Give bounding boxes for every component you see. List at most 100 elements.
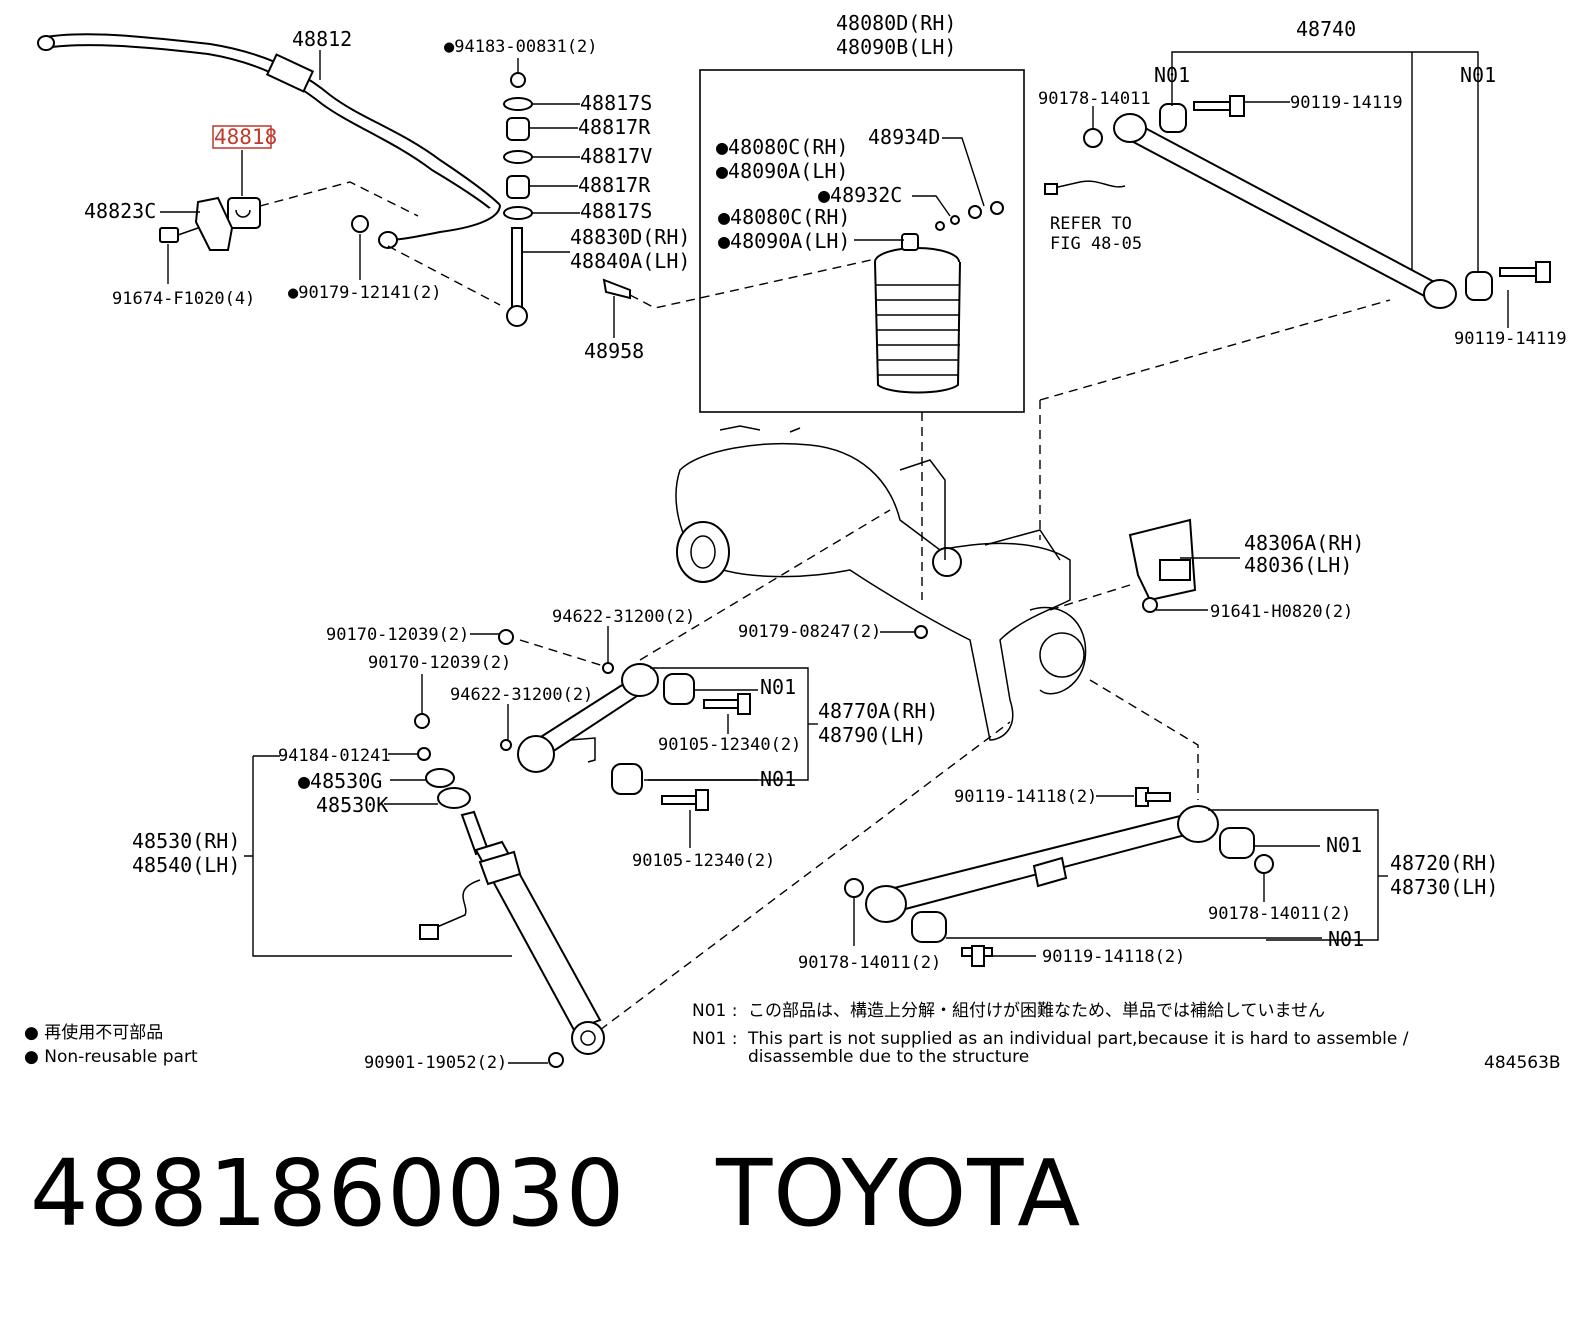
label-90178-r: 90178-14011(2): [1208, 904, 1351, 924]
label-n01-right-1: N01: [1326, 833, 1362, 857]
stabilizer-link: [506, 227, 528, 327]
label-90170-a: 90170-12039(2): [326, 625, 469, 645]
label-48036: 48036(LH): [1244, 553, 1352, 577]
label-48740: 48740: [1296, 17, 1356, 41]
label-48530k: 48530K: [316, 793, 388, 817]
shock-absorber: [417, 747, 605, 1055]
clip-48958: [602, 278, 631, 300]
label-48306a: 48306A(RH): [1244, 531, 1364, 555]
label-94183: ●94183-00831(2): [444, 37, 598, 57]
label-90179-a: ●90179-12141(2): [288, 283, 442, 303]
label-48080d: 48080D(RH): [836, 11, 956, 35]
note-en-key: N01 :: [692, 1029, 737, 1049]
legend-jp: ● 再使用不可部品: [24, 1022, 163, 1043]
lateral-rod-bushing-bottom: [1465, 271, 1493, 301]
label-48530g: ●48530G: [298, 769, 382, 793]
label-48790: 48790(LH): [818, 723, 926, 747]
label-48958: 48958: [584, 339, 644, 363]
note-en-line1: This part is not supplied as an individu…: [747, 1029, 1409, 1049]
label-48812: 48812: [292, 27, 352, 51]
label-48817s-bot: 48817S: [580, 199, 652, 223]
air-spring: [874, 233, 961, 394]
label-48720: 48720(RH): [1390, 851, 1498, 875]
label-48730: 48730(LH): [1390, 875, 1498, 899]
label-48934d: 48934D: [868, 125, 940, 149]
note-en-line2: disassemble due to the structure: [748, 1047, 1029, 1067]
bolt-91674: [159, 227, 199, 243]
label-48770a: 48770A(RH): [818, 699, 938, 723]
nut-90179-b: [914, 625, 928, 639]
upper-arm-bushing-2: [611, 763, 643, 795]
label-90179-b: 90179-08247(2): [738, 622, 881, 642]
legend-en: ● Non-reusable part: [24, 1047, 198, 1067]
label-48540: 48540(LH): [132, 853, 240, 877]
bolt-90901: [548, 1052, 564, 1068]
label-48080c-b: ●48080C(RH): [718, 205, 850, 229]
label-48818-highlighted: 48818: [214, 125, 277, 149]
label-90178-l: 90178-14011(2): [798, 953, 941, 973]
lower-control-arm: [865, 805, 1219, 923]
label-90178-top: 90178-14011: [1038, 89, 1151, 109]
part-caption: 4881860030 TOYOTA: [30, 1140, 1081, 1247]
label-48823c: 48823C: [84, 199, 156, 223]
stabilizer-bracket: [194, 196, 234, 251]
label-48090a-b: ●48090A(LH): [718, 229, 850, 253]
stabilizer-bar: [37, 33, 501, 249]
label-90901: 90901-19052(2): [364, 1053, 507, 1073]
label-94184: 94184-01241: [278, 746, 391, 766]
label-n01-mid-1: N01: [760, 675, 796, 699]
label-48817s-top: 48817S: [580, 91, 652, 115]
stabilizer-bar-end: [37, 35, 55, 51]
upper-control-arm: [517, 663, 659, 773]
nut-90178-l: [844, 878, 864, 898]
label-n01-right-2: N01: [1328, 927, 1364, 951]
label-48840a: 48840A(LH): [570, 249, 690, 273]
label-90170-b: 90170-12039(2): [368, 653, 511, 673]
label-48080c-a: ●48080C(RH): [716, 135, 848, 159]
label-91641: 91641-H0820(2): [1210, 602, 1353, 622]
lateral-rod-bushing-top: [1159, 103, 1187, 133]
axle-housing: [675, 425, 1087, 741]
label-90105-b: 90105-12340(2): [632, 851, 775, 871]
highlight-box-48818: [212, 125, 272, 149]
bolt-90105-a: [703, 693, 751, 715]
lower-arm-bushing-1: [1219, 827, 1255, 859]
sensor-connector: [1044, 180, 1126, 195]
label-48817r-top: 48817R: [578, 115, 651, 139]
label-48090a-a: ●48090A(LH): [716, 159, 848, 183]
label-n01-mid-2: N01: [760, 767, 796, 791]
air-spring-box: [699, 69, 1025, 413]
label-fig-48-05: FIG 48-05: [1050, 234, 1142, 254]
figure-id: 484563B: [1484, 1053, 1561, 1073]
label-90119-118-b: 90119-14118(2): [1042, 947, 1185, 967]
label-90105-a: 90105-12340(2): [658, 735, 801, 755]
link-bushing-stack: [503, 72, 533, 220]
nut-90178-top: [1083, 128, 1103, 148]
lateral-rod: [1113, 113, 1457, 309]
note-jp-key: N01 :: [692, 1001, 737, 1021]
caption-brand: TOYOTA: [716, 1140, 1082, 1247]
label-90119-118-a: 90119-14118(2): [954, 787, 1097, 807]
label-n01-top-left: N01: [1154, 63, 1190, 87]
label-91674: 91674-F1020(4): [112, 289, 255, 309]
label-n01-top-right: N01: [1460, 63, 1496, 87]
bolt-90119-118a: [1135, 787, 1171, 807]
bolt-90119-right: [1499, 261, 1551, 283]
label-48090b: 48090B(LH): [836, 35, 956, 59]
nut-90170-a: [498, 629, 514, 645]
nut-90179-a: [351, 215, 369, 233]
label-48817v: 48817V: [580, 144, 652, 168]
label-48530: 48530(RH): [132, 829, 240, 853]
label-refer-to: REFER TO: [1050, 214, 1132, 234]
label-48830d: 48830D(RH): [570, 225, 690, 249]
label-48932c: ●48932C: [818, 183, 902, 207]
control-arm-bracket-48306: [1128, 518, 1197, 602]
bolt-90119-top: [1193, 95, 1245, 117]
lower-arm-bushing-2: [911, 911, 947, 943]
stabilizer-bushing: [227, 197, 261, 229]
label-48817r-bot: 48817R: [578, 173, 651, 197]
bolt-91641: [1142, 597, 1158, 613]
label-90119-top: 90119-14119: [1290, 93, 1403, 113]
nut-90178-r: [1254, 854, 1274, 874]
nut-90170-b: [414, 713, 430, 729]
